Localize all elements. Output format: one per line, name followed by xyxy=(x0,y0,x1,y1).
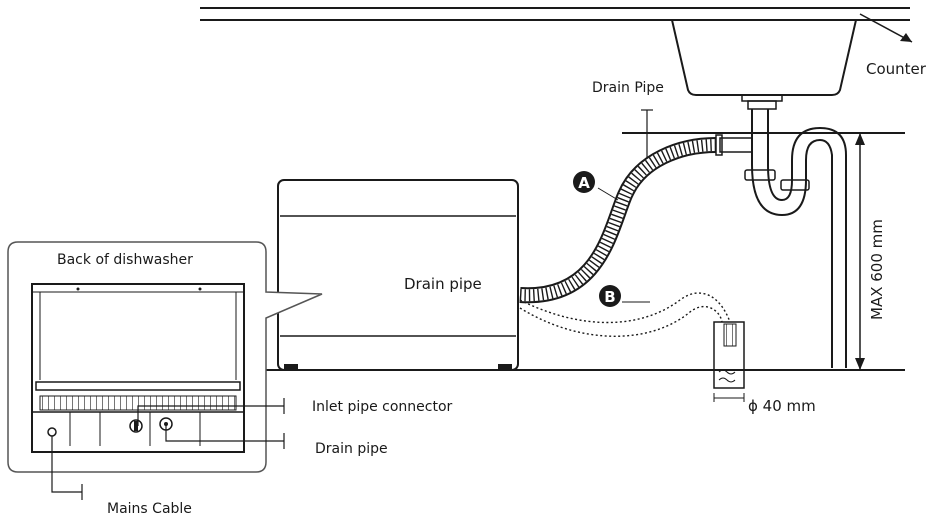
counter-label: Counter xyxy=(866,60,927,78)
drain-pipe-back-leader xyxy=(165,424,285,449)
max-height-label: MAX 600 mm xyxy=(868,219,886,320)
inlet-pipe-connector-label: Inlet pipe connector xyxy=(312,399,453,415)
marker-b: B xyxy=(599,285,650,307)
drain-hose-b xyxy=(519,292,731,337)
sink xyxy=(671,19,857,110)
mains-cable-label: Mains Cable xyxy=(107,501,192,517)
counter-top xyxy=(200,7,913,43)
dishwasher-unit xyxy=(277,179,519,371)
drain-pipe-back-label: Drain pipe xyxy=(315,441,388,457)
svg-text:A: A xyxy=(578,174,590,192)
drain-pipe-top-label: Drain Pipe xyxy=(592,80,664,96)
inlet-pipe-connector-leader xyxy=(137,398,285,426)
dishwasher-drain-pipe-label: Drain pipe xyxy=(404,275,482,293)
back-panel-callout xyxy=(7,241,323,473)
mains-cable-leader xyxy=(51,436,83,500)
max-height-dimension xyxy=(855,133,865,370)
standpipe xyxy=(713,321,745,402)
drain-hose-a xyxy=(519,137,717,304)
svg-text:B: B xyxy=(604,288,615,306)
back-of-dishwasher-title: Back of dishwasher xyxy=(57,252,193,268)
marker-a: A xyxy=(573,171,619,201)
diameter-label: ϕ 40 mm xyxy=(748,397,816,415)
